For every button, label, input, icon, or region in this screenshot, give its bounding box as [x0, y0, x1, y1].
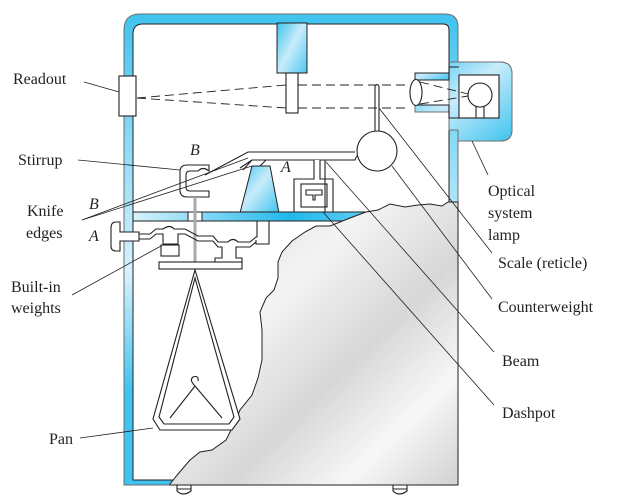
- built-in-weights-mechanism: [110, 220, 270, 270]
- readout-window: [118, 75, 137, 117]
- label-knife-edges-1: Knife: [27, 203, 63, 220]
- label-optical-3: lamp: [488, 227, 520, 244]
- pan-hook-icon: [190, 375, 199, 387]
- label-built-in-weights-1: Built-in: [11, 279, 61, 296]
- label-built-in-weights-2: weights: [11, 300, 61, 317]
- label-point-a: A: [280, 159, 291, 176]
- leader-lines: [71, 81, 495, 439]
- label-scale: Scale (reticle): [498, 255, 587, 272]
- label-dashpot: Dashpot: [502, 405, 556, 422]
- label-knife-b: B: [89, 196, 99, 213]
- lamp-bulb-icon: [467, 82, 493, 108]
- optical-lamp-housing: [409, 61, 513, 142]
- label-beam: Beam: [502, 353, 540, 370]
- housing-cover-cutaway: [169, 201, 459, 486]
- pan-assembly: [152, 268, 241, 431]
- projection-lens-block: [276, 22, 308, 114]
- label-stirrup: Stirrup: [18, 152, 62, 169]
- label-readout: Readout: [13, 71, 67, 88]
- counterweight: [356, 130, 398, 172]
- beam-assembly: [179, 130, 398, 214]
- label-counterweight: Counterweight: [498, 299, 594, 316]
- condenser-lens-icon: [409, 78, 423, 107]
- label-knife-a: A: [88, 228, 99, 245]
- optical-path: [136, 84, 410, 109]
- label-optical-2: system: [488, 205, 533, 222]
- label-pan: Pan: [49, 431, 73, 448]
- label-optical-1: Optical: [488, 183, 536, 200]
- label-knife-edges-2: edges: [26, 225, 62, 242]
- weight-control-knob: [110, 221, 140, 252]
- scale-reticle: [374, 83, 380, 133]
- label-point-b: B: [190, 142, 200, 159]
